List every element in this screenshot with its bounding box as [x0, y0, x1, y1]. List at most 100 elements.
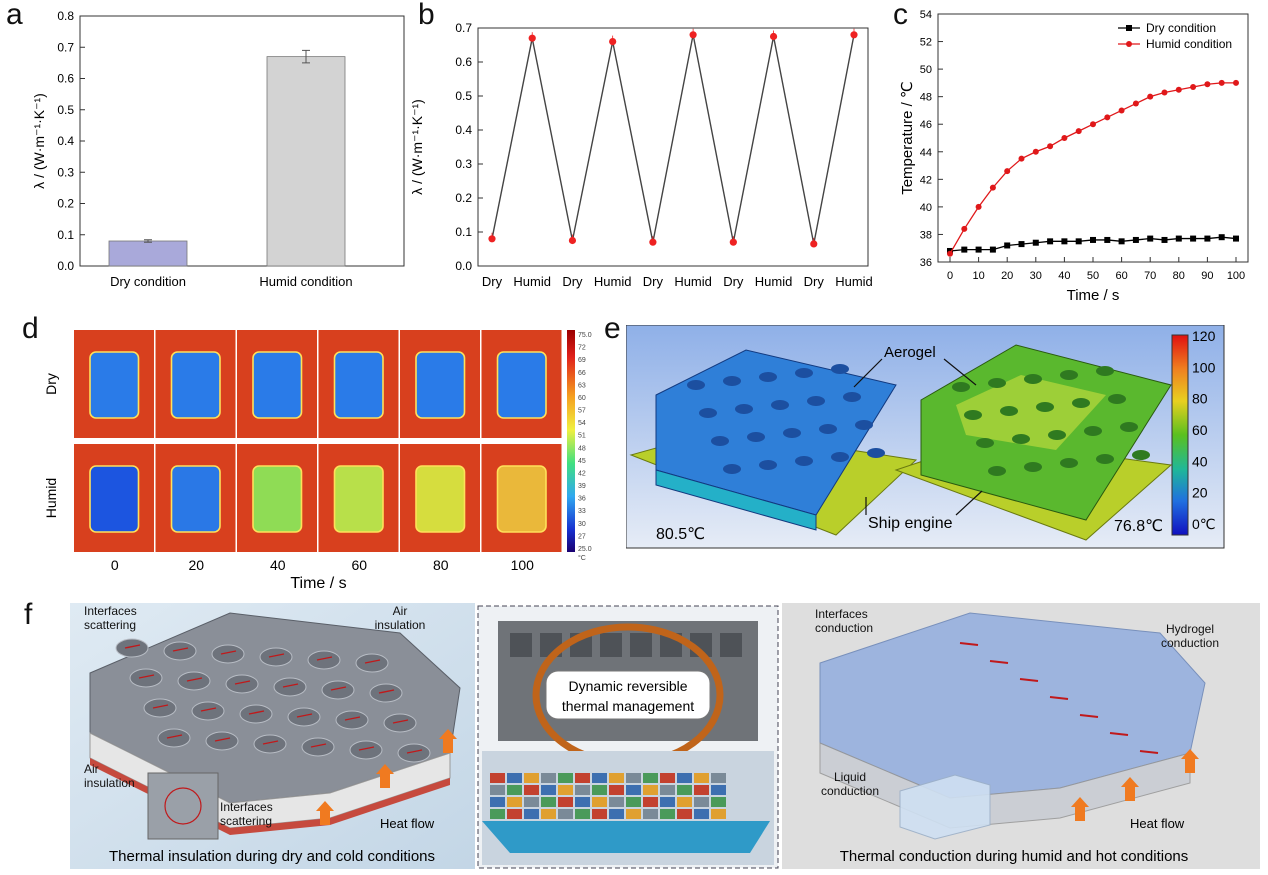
data-point [1004, 168, 1011, 175]
colorbar-tick: 80 [1192, 391, 1208, 407]
scatter-arrow [138, 674, 155, 679]
sample-square [496, 465, 547, 533]
x-tick-label: 100 [1227, 270, 1245, 282]
data-point [1175, 86, 1182, 93]
container [711, 773, 726, 783]
hex-pore [273, 677, 307, 697]
hex-cell [759, 460, 777, 470]
time-label: 20 [188, 557, 204, 573]
hex-cell [1132, 450, 1150, 460]
container [694, 797, 709, 807]
caption-right: Thermal conduction during humid and hot … [840, 848, 1189, 865]
hex-cell [831, 452, 849, 462]
container [541, 797, 556, 807]
sample-square [496, 351, 547, 419]
bar-0 [108, 240, 188, 267]
x-category-label: Humid [594, 274, 632, 289]
y-tick-label: 0.7 [57, 40, 74, 54]
hex-cell [1012, 434, 1030, 444]
container [677, 773, 692, 783]
sample-square [170, 465, 221, 533]
hex-cell [1036, 402, 1054, 412]
container [609, 773, 624, 783]
colorbar-tick: 30 [578, 521, 586, 528]
colorbar-tick: 51 [578, 433, 586, 440]
colorbar-tick: 60 [578, 395, 586, 402]
hex-cell [1096, 454, 1114, 464]
colorbar-tick: 72 [578, 345, 586, 352]
container [490, 797, 505, 807]
colorbar-unit: °C [578, 554, 586, 562]
container [694, 785, 709, 795]
colorbar-tick: 100 [1192, 359, 1216, 375]
scatter-arrow [220, 650, 237, 655]
time-label: 60 [351, 557, 367, 573]
hex-pore [287, 707, 321, 727]
colorbar-tick: 27 [578, 533, 586, 540]
series-line [491, 34, 855, 245]
plot-frame [79, 15, 405, 267]
hex-pore [225, 674, 259, 694]
container [643, 785, 658, 795]
y-tick-label: 0.6 [455, 55, 472, 69]
panel-label-f: f [24, 598, 33, 631]
arrow-engine-right [955, 490, 983, 516]
colorbar [1171, 334, 1189, 536]
hex-cell [747, 432, 765, 442]
colorbar-tick: 69 [578, 357, 586, 364]
data-point [1018, 155, 1025, 162]
container [609, 809, 624, 819]
data-point [1104, 236, 1111, 243]
hex-pore [239, 704, 273, 724]
x-category-label: Dry [562, 274, 583, 289]
hex-cell [1096, 366, 1114, 376]
colorbar-tick: 42 [578, 470, 586, 477]
data-point [1132, 236, 1139, 243]
data-point [1075, 238, 1082, 245]
time-label: 80 [433, 557, 449, 573]
hex-pore [191, 701, 225, 721]
heat-flow-arrow [1181, 749, 1199, 773]
hex-pore [321, 680, 355, 700]
container [711, 785, 726, 795]
panel-label-c: c [893, 0, 908, 31]
x-tick-label: 80 [1173, 270, 1185, 282]
hex-cell [723, 376, 741, 386]
hex-cell [711, 436, 729, 446]
data-point [947, 250, 953, 257]
colorbar-tick: 120 [1192, 328, 1216, 344]
x-category-label: Humid [835, 274, 873, 289]
row-label-humid: Humid [43, 478, 59, 518]
hex-cell [1024, 374, 1042, 384]
data-point [528, 34, 536, 42]
hex-cell [759, 372, 777, 382]
container [626, 773, 641, 783]
colorbar-tick: 0℃ [1192, 516, 1216, 532]
series-line-1 [949, 82, 1236, 255]
bar-1 [266, 56, 346, 267]
x-tick-label: 50 [1087, 270, 1099, 282]
hex-pore [397, 743, 431, 763]
hex-cell [1120, 422, 1138, 432]
y-tick-label: 38 [920, 229, 932, 241]
hex-cell [1060, 370, 1078, 380]
x-category-label: Dry [482, 274, 503, 289]
container [626, 797, 641, 807]
inset-pore-zoom [147, 772, 219, 840]
data-point [1218, 234, 1225, 241]
arrow-aerogel-right [943, 358, 977, 386]
hex-cell [867, 448, 885, 458]
conduction-arrow [959, 642, 979, 646]
sample-square [333, 465, 384, 533]
scatter-arrow [282, 683, 299, 688]
data-point [1218, 79, 1225, 86]
hex-cell [1072, 398, 1090, 408]
data-point [989, 184, 996, 191]
data-point [1190, 235, 1197, 242]
data-point [989, 246, 996, 253]
scatter-arrow [358, 746, 375, 751]
hex-cell [988, 378, 1006, 388]
